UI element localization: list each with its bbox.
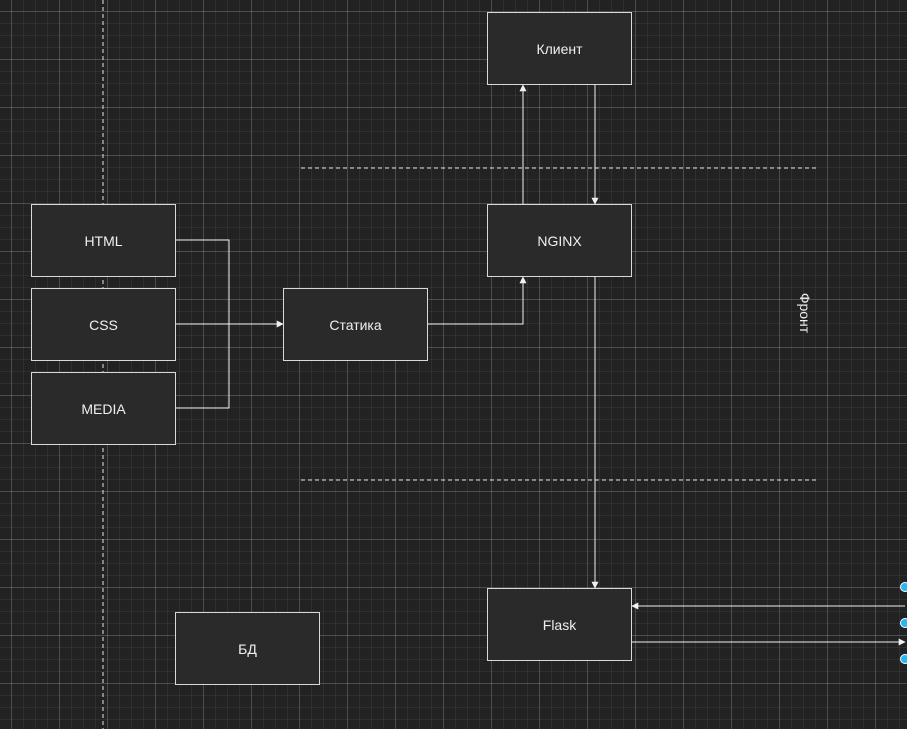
node-static[interactable]: Статика <box>283 288 428 361</box>
node-css[interactable]: CSS <box>31 288 176 361</box>
connection-handle-middle[interactable] <box>900 618 907 628</box>
node-nginx[interactable]: NGINX <box>487 204 632 277</box>
edge-static-to-nginx[interactable] <box>427 276 527 325</box>
edge-html-to-static[interactable] <box>175 239 230 324</box>
node-client-label: Клиент <box>536 40 583 57</box>
node-static-label: Статика <box>329 316 382 333</box>
node-client[interactable]: Клиент <box>487 12 632 85</box>
connection-handle-top[interactable] <box>900 582 907 592</box>
edge-media-to-static[interactable] <box>175 324 230 409</box>
connection-handle-bottom[interactable] <box>900 654 907 664</box>
node-css-label: CSS <box>89 316 118 333</box>
node-db-label: БД <box>238 640 257 657</box>
node-flask-label: Flask <box>542 616 577 633</box>
node-media[interactable]: MEDIA <box>31 372 176 445</box>
node-nginx-label: NGINX <box>537 232 582 249</box>
node-html-label: HTML <box>84 232 123 249</box>
front-zone-label[interactable]: Фронт <box>797 292 813 334</box>
node-db[interactable]: БД <box>175 612 320 685</box>
node-flask[interactable]: Flask <box>487 588 632 661</box>
node-media-label: MEDIA <box>81 400 126 417</box>
node-html[interactable]: HTML <box>31 204 176 277</box>
